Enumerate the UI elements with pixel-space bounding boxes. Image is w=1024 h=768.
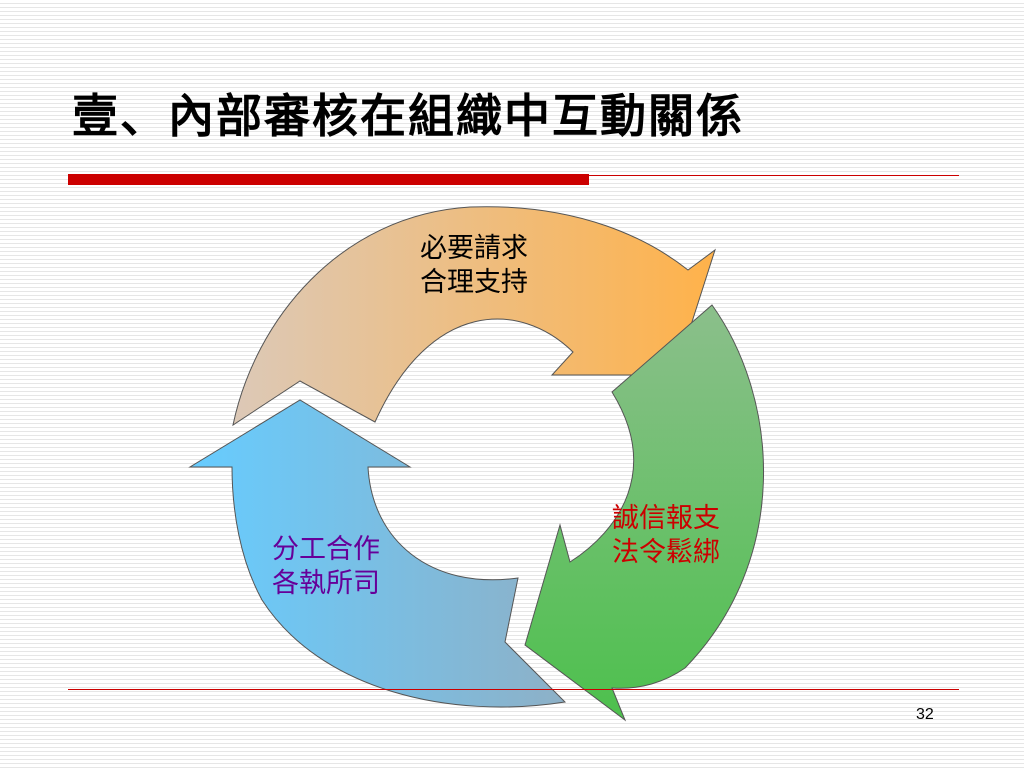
slide-title: 壹、內部審核在組織中互動關係 — [72, 89, 744, 143]
cycle-label-left: 分工合作 各執所司 — [272, 533, 380, 601]
footer-rule — [68, 689, 959, 690]
cycle-label-top: 必要請求 合理支持 — [420, 232, 528, 300]
title-underline-thin — [589, 175, 959, 176]
cycle-label-right: 誠信報支 法令鬆綁 — [612, 502, 720, 570]
cycle-label-left-line2: 各執所司 — [272, 568, 380, 599]
cycle-arrow-right — [524, 304, 765, 722]
cycle-label-right-line2: 法令鬆綁 — [612, 537, 720, 568]
page-number: 32 — [916, 706, 934, 723]
cycle-label-right-line1: 誠信報支 — [612, 503, 720, 534]
cycle-arrow-top — [232, 206, 716, 427]
cycle-label-top-line1: 必要請求 — [420, 233, 528, 264]
cycle-arrow-left — [188, 399, 567, 708]
title-underline-thick — [68, 174, 589, 185]
cycle-label-left-line1: 分工合作 — [272, 534, 380, 565]
cycle-label-top-line2: 合理支持 — [420, 267, 528, 298]
